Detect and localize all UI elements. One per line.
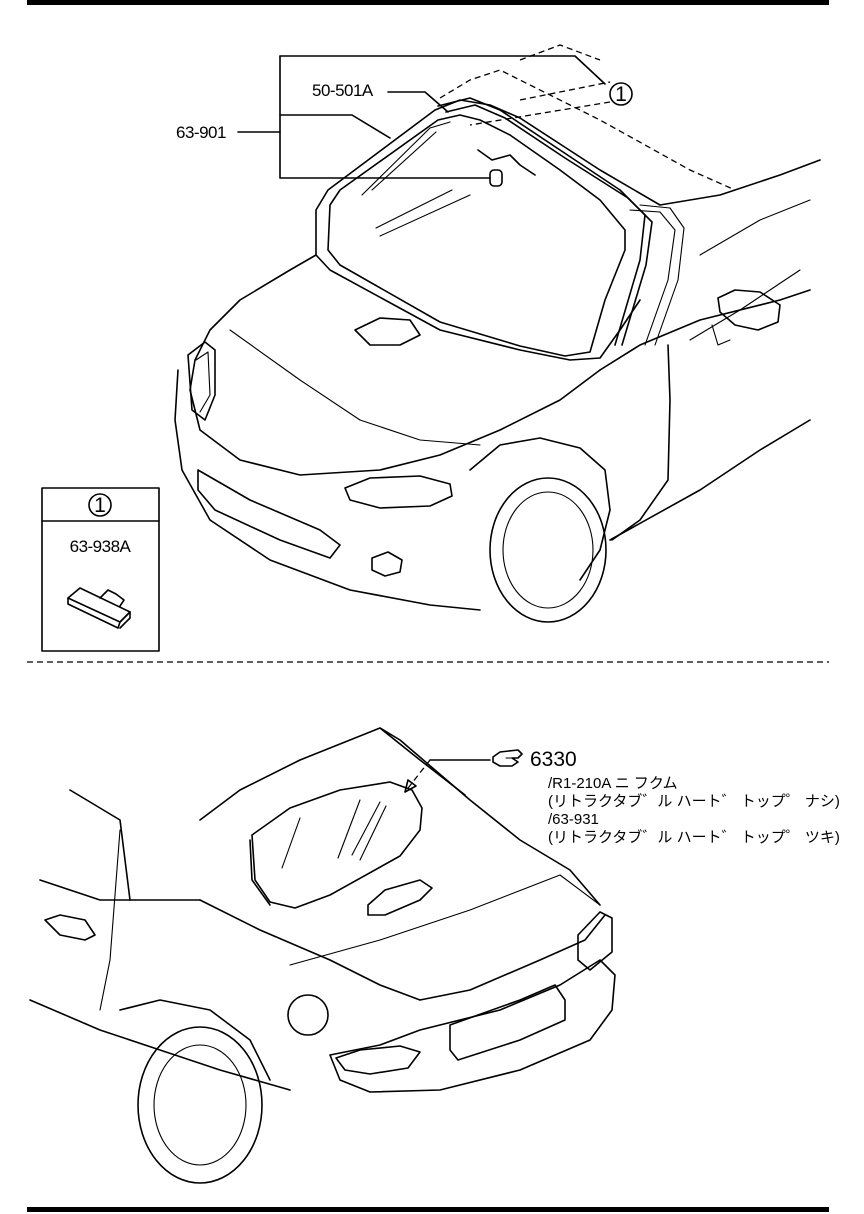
top-border xyxy=(27,0,829,5)
label-windshield: 63-901 xyxy=(176,123,226,142)
pointing-hand-icon xyxy=(492,749,523,767)
ref-leader xyxy=(404,759,491,793)
ref-number: 6330 xyxy=(530,748,577,771)
bottom-border xyxy=(27,1207,829,1212)
svg-text:1: 1 xyxy=(94,494,106,517)
front-car-illustration xyxy=(174,44,821,623)
detail-part-number: 63-938A xyxy=(70,537,132,556)
clip-part-icon xyxy=(67,587,131,629)
detail-box: 1 63-938A xyxy=(41,487,160,652)
note-line-3: /63-931 xyxy=(548,811,599,828)
callout-bracket xyxy=(237,55,611,179)
note-line-4: (リトラクタブ゛ル ハート゛ トップ゜ ツキ) xyxy=(548,828,840,846)
circle-ref-marker: 1 xyxy=(609,82,633,106)
svg-text:1: 1 xyxy=(615,83,627,106)
rear-car-illustration xyxy=(29,727,616,1184)
note-line-2: (リトラクタブ゛ル ハート゛ トップ゜ ナシ) xyxy=(548,792,840,810)
label-weatherstrip: 50-501A xyxy=(312,81,374,100)
note-line-1: /R1-210A ニ フクム xyxy=(548,775,678,792)
